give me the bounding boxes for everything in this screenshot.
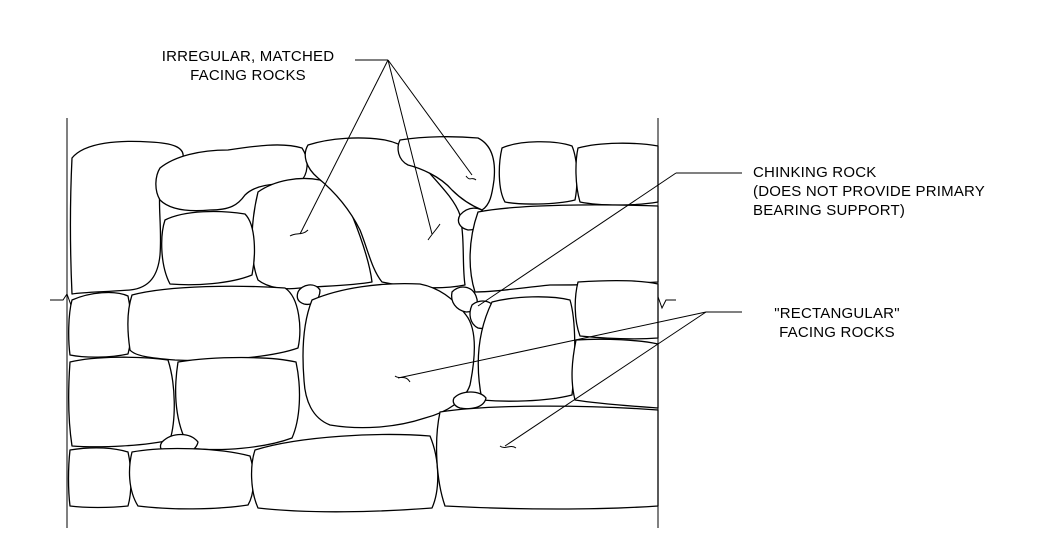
- leader-rectangular-to-rock1: [397, 311, 707, 379]
- crack-5: [499, 445, 517, 449]
- label-irregular-line1: IRREGULAR, MATCHED: [161, 48, 335, 65]
- rocks: [67, 136, 659, 513]
- crack-1: [289, 229, 309, 237]
- label-rectangular-facing-rocks: "RECTANGULAR" FACING ROCKS: [752, 304, 922, 342]
- crack-3: [465, 175, 477, 181]
- rock-top-rect-1: [498, 141, 578, 205]
- label-chinking-line2: (DOES NOT PROVIDE PRIMARY: [753, 183, 985, 200]
- rock-row3-right-3: [571, 338, 659, 409]
- rock-row3-2: [127, 285, 301, 362]
- label-rectangular-line1: "RECTANGULAR": [774, 305, 900, 322]
- rock-row2-left: [161, 210, 256, 286]
- rock-row3-left: [68, 291, 132, 358]
- leader-irregular-to-rock1: [299, 59, 389, 235]
- rock-bottom-2: [128, 447, 255, 510]
- rock-bottom-rect-right: [435, 405, 659, 510]
- rock-bottom-1: [67, 447, 132, 509]
- rock-row4-chink-2: [452, 391, 487, 410]
- label-rectangular-line2: FACING ROCKS: [779, 324, 895, 341]
- rock-top-rect-2: [575, 142, 659, 206]
- rock-top-left: [69, 140, 184, 295]
- rock-bottom-3: [250, 433, 439, 513]
- rock-row4-left: [68, 356, 175, 448]
- leader-lines: [299, 59, 742, 447]
- leader-irregular-to-rock3: [387, 59, 473, 176]
- label-chinking-line1: CHINKING ROCK: [753, 164, 877, 181]
- leader-irregular-to-rock2: [387, 59, 433, 235]
- label-chinking-line3: BEARING SUPPORT): [753, 202, 906, 219]
- label-irregular-line2: FACING ROCKS: [190, 67, 306, 84]
- rock-row3-right-1: [477, 296, 576, 402]
- leader-rectangular-to-rock2: [504, 311, 707, 447]
- rock-row4-2: [175, 356, 301, 451]
- label-irregular-facing-rocks: IRREGULAR, MATCHED FACING ROCKS: [138, 47, 358, 85]
- crack-2: [427, 223, 441, 241]
- rock-row3-right-2: [574, 280, 659, 340]
- rock-irregular-large: [302, 283, 475, 429]
- leader-chinking-diagonal: [477, 172, 677, 307]
- label-chinking-rock: CHINKING ROCK (DOES NOT PROVIDE PRIMARY …: [753, 163, 985, 220]
